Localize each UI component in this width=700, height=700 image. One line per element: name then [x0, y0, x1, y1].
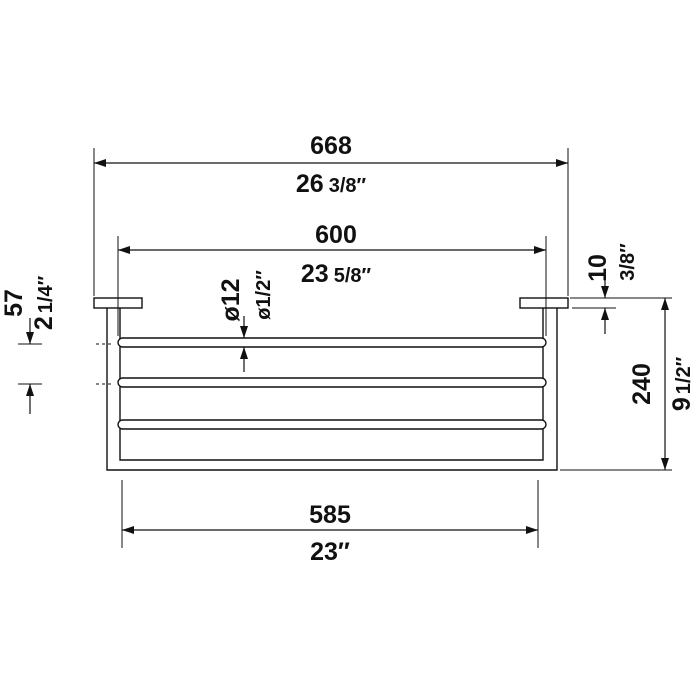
tube-3	[117, 419, 547, 430]
tube-2	[117, 377, 547, 388]
rosette-thickness-inch: 3/8″	[617, 243, 639, 281]
left-frame-post	[106, 308, 558, 471]
dimension-lines	[26, 159, 669, 534]
bar-length-mm: 600	[315, 221, 357, 249]
wall-offset-inch: 21/4″	[30, 275, 58, 330]
rosette-thickness-mm: 10	[584, 254, 612, 282]
wall-offset-mm: 57	[0, 289, 28, 317]
bracket-span-mm: 585	[309, 501, 351, 529]
tube-diameter-inch: ø1/2″	[253, 270, 275, 320]
tube-1	[117, 337, 547, 348]
right-wall-rosette	[519, 297, 569, 309]
height-mm: 240	[628, 363, 656, 405]
tube-diameter-mm: ø12	[217, 278, 245, 321]
overall-width-mm: 668	[310, 132, 352, 160]
towel-rack	[93, 297, 569, 471]
extension-lines	[18, 148, 672, 548]
height-inch: 91/2″	[668, 356, 696, 411]
bracket-span-inch: 23″	[310, 538, 350, 566]
